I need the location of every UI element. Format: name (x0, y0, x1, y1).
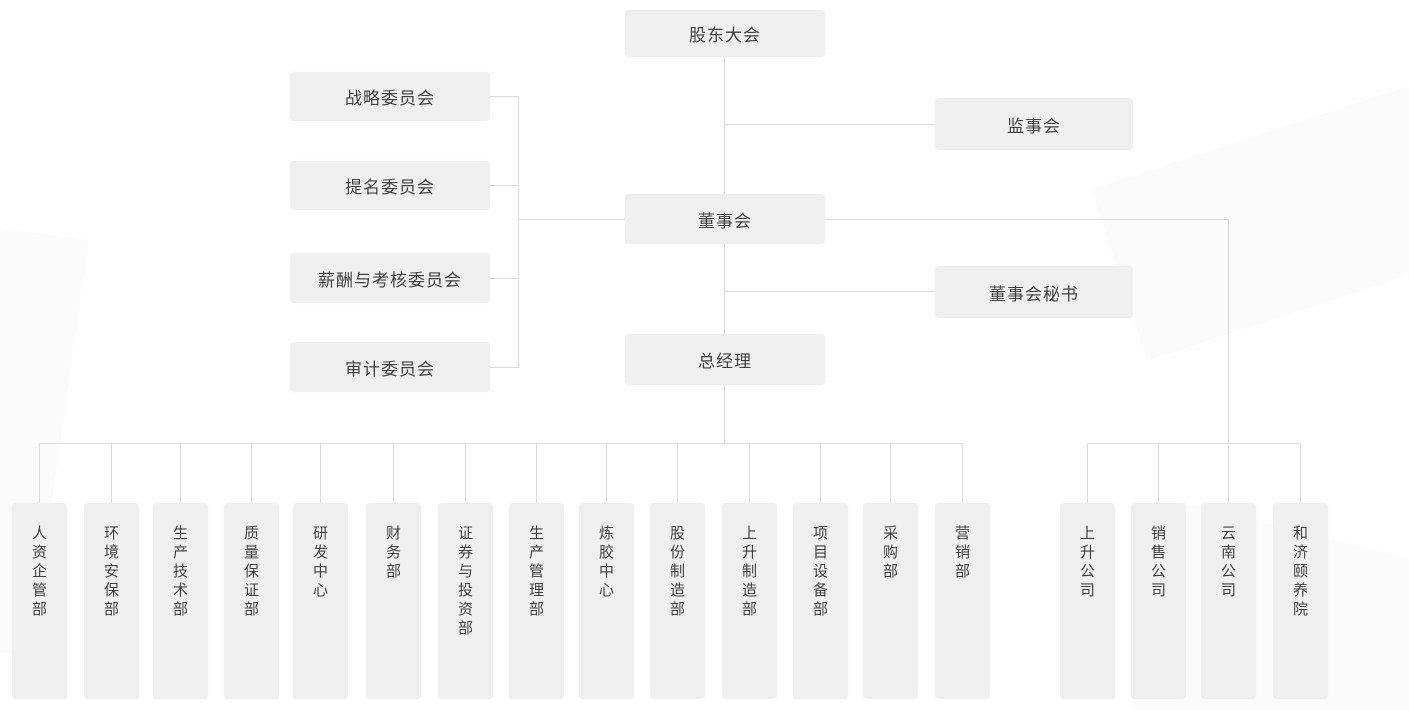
node-department: 生产管理部 (509, 503, 564, 699)
connector-board-right (825, 219, 1229, 220)
node-department: 股份制造部 (650, 503, 705, 699)
connector-department-drop (962, 443, 963, 503)
connector-department-drop (111, 443, 112, 503)
node-compensation-committee: 薪酬与考核委员会 (290, 253, 490, 303)
connector-department-drop (749, 443, 750, 503)
department-label: 人资企管部 (30, 525, 48, 620)
department-label: 环境安保部 (102, 525, 120, 620)
node-department: 环境安保部 (84, 503, 139, 699)
node-department: 炼胶中心 (579, 503, 634, 699)
connector-committee-stub (490, 185, 518, 186)
connector-subsidiary-drop (1228, 443, 1229, 503)
department-label: 质量保证部 (242, 525, 260, 620)
connector-department-drop (536, 443, 537, 503)
department-label: 项目设备部 (811, 525, 829, 620)
connector-department-drop (320, 443, 321, 503)
department-label: 生产管理部 (527, 525, 545, 620)
connector-department-drop (39, 443, 40, 503)
connector-committee-stub (490, 367, 518, 368)
subsidiary-label: 销售公司 (1149, 525, 1167, 601)
connector-subsidiary-bus (1087, 443, 1301, 444)
connector-committee-stub (490, 278, 518, 279)
node-department: 人资企管部 (12, 503, 67, 699)
node-subsidiary: 云南公司 (1201, 503, 1256, 699)
subsidiary-label: 云南公司 (1219, 525, 1237, 601)
connector-committee-stub (490, 96, 518, 97)
department-label: 研发中心 (311, 525, 329, 601)
node-department: 研发中心 (293, 503, 348, 699)
node-general-manager: 总经理 (625, 334, 825, 385)
connector-department-bus (39, 443, 963, 444)
node-department: 项目设备部 (793, 503, 848, 699)
subsidiary-label: 上升公司 (1078, 525, 1096, 601)
connector-subsidiary-drop (1158, 443, 1159, 503)
department-label: 股份制造部 (668, 525, 686, 620)
node-department: 质量保证部 (224, 503, 279, 699)
connector-department-drop (180, 443, 181, 503)
connector-department-drop (251, 443, 252, 503)
connector-gm-drop (724, 385, 725, 443)
node-audit-committee: 审计委员会 (290, 342, 490, 392)
background-decoration (1091, 59, 1409, 361)
node-supervisory-board: 监事会 (935, 98, 1133, 150)
department-label: 生产技术部 (171, 525, 189, 620)
connector-department-drop (393, 443, 394, 503)
node-nomination-committee: 提名委员会 (290, 161, 490, 210)
connector-subsidiary-drop (1087, 443, 1088, 503)
connector-department-drop (677, 443, 678, 503)
node-subsidiary: 销售公司 (1131, 503, 1186, 699)
department-label: 证券与投资部 (456, 525, 474, 639)
node-subsidiary: 上升公司 (1060, 503, 1115, 699)
department-label: 营销部 (953, 525, 971, 582)
connector-subsidiary-drop (1300, 443, 1301, 503)
department-label: 上升制造部 (740, 525, 758, 620)
connector-board-gm (724, 244, 725, 334)
department-label: 财务部 (384, 525, 402, 582)
connector-department-drop (820, 443, 821, 503)
node-department: 采购部 (863, 503, 918, 699)
node-shareholders-meeting: 股东大会 (625, 10, 825, 57)
connector-committee-spine (518, 96, 519, 367)
node-strategy-committee: 战略委员会 (290, 72, 490, 121)
connector-secretary (724, 291, 935, 292)
node-subsidiary: 和济颐养院 (1273, 503, 1328, 699)
node-department: 证券与投资部 (438, 503, 493, 699)
node-board-of-directors: 董事会 (625, 194, 825, 244)
connector-committees-board (518, 219, 625, 220)
node-department: 营销部 (935, 503, 990, 699)
connector-department-drop (890, 443, 891, 503)
connector-right-drop (1228, 219, 1229, 443)
node-board-secretary: 董事会秘书 (935, 266, 1133, 318)
connector-department-drop (465, 443, 466, 503)
connector-department-drop (606, 443, 607, 503)
connector-shareholders-board (724, 57, 725, 194)
node-department: 生产技术部 (153, 503, 208, 699)
department-label: 炼胶中心 (597, 525, 615, 601)
node-department: 财务部 (366, 503, 421, 699)
subsidiary-label: 和济颐养院 (1291, 525, 1309, 620)
department-label: 采购部 (881, 525, 899, 582)
connector-supervisory (724, 124, 935, 125)
node-department: 上升制造部 (722, 503, 777, 699)
